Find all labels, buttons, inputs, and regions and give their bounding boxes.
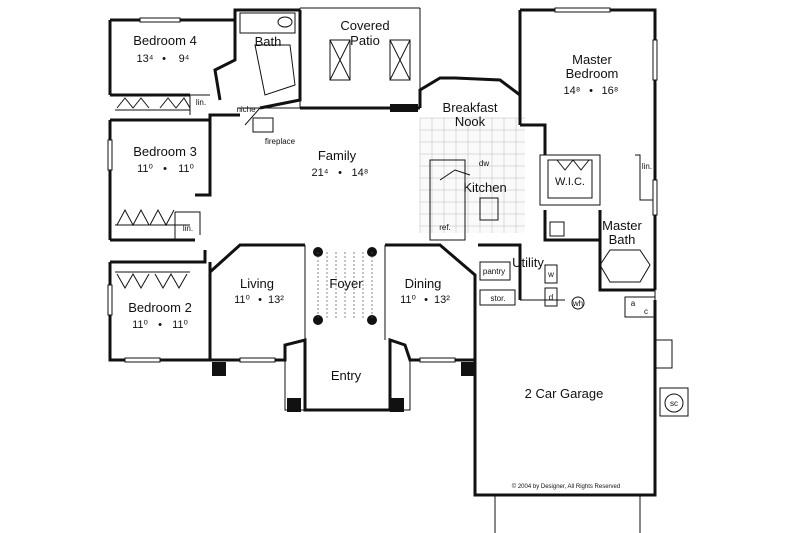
stor-label: stor. [490,294,505,303]
master-bedroom-line1: Master [572,52,612,67]
windows [107,7,658,363]
dim-sep: • [589,85,593,97]
dim-sep: • [338,167,342,179]
fixture-labels: lin. lin. lin. niche fireplace dw ref. p… [183,98,678,408]
washer-label: w [547,270,554,279]
covered-patio-line2: Patio [350,33,380,48]
pantry-label: pantry [483,267,505,276]
dim-sep: • [158,319,162,331]
foyer-columns [313,247,377,325]
breakfast-nook-line1: Breakfast [443,100,498,115]
ac-c-label: c [644,307,648,316]
closet-doors [116,97,590,290]
dim-sep: • [163,163,167,175]
patio-skylights [329,39,411,81]
bedroom2-dim-a: 11⁰ [132,319,148,331]
lin-label-3: lin. [642,162,652,171]
lin-label-1: lin. [196,98,206,107]
living-name: Living [240,276,274,291]
bedroom3-dim-b: 11⁰ [178,163,194,175]
covered-patio-line1: Covered [340,18,389,33]
bedroom2-dim-b: 11⁰ [172,319,188,331]
foyer-name: Foyer [329,276,363,291]
bath-name: Bath [255,34,282,49]
dim-sep: • [424,294,428,306]
family-dim-a: 21⁴ [312,167,329,179]
dining-name: Dining [405,276,442,291]
wh-label: wh [572,299,583,308]
interior-walls [110,10,689,417]
master-bath-line1: Master [602,218,642,233]
dining-dim-b: 13² [434,294,450,306]
master-bedroom-line2: Bedroom [566,66,619,81]
master-bedroom-dim-b: 16⁸ [602,85,619,97]
wic-name: W.I.C. [555,176,585,188]
kitchen-name: Kitchen [463,180,506,195]
master-bath-line2: Bath [609,232,636,247]
garage-name: 2 Car Garage [525,386,604,401]
bedroom3-name: Bedroom 3 [133,144,197,159]
master-bedroom-dim-a: 14⁸ [564,85,581,97]
bedroom4-dim-b: 9⁴ [179,53,190,65]
dim-sep: • [162,53,166,65]
bath-fixtures [239,12,565,237]
niche-label: niche [236,105,256,114]
living-dim-b: 13² [268,294,284,306]
entry-name: Entry [331,368,362,383]
lin-label-2: lin. [183,224,193,233]
dryer-label: d [549,293,553,302]
utility-name: Utility [512,255,544,270]
ref-label: ref. [439,223,451,232]
bedroom4-dim-a: 13⁴ [137,53,154,65]
tile-pattern-kitchen [419,117,525,233]
bedroom4-name: Bedroom 4 [133,33,197,48]
ac-a-label: a [631,299,636,308]
dw-label: dw [479,159,489,168]
breakfast-nook-line2: Nook [455,114,486,129]
bedroom3-dim-a: 11⁰ [137,163,153,175]
copyright-text: © 2004 by Designer, All Rights Reserved [512,483,620,490]
family-dim-b: 14⁸ [352,167,369,179]
pillars [212,104,475,412]
room-labels: Bedroom 4 13⁴ • 9⁴ Bath Covered Patio Ma… [128,18,642,401]
family-name: Family [318,148,357,163]
water-heater-icon [571,296,585,310]
sc-label: sc [670,399,678,408]
bedroom2-name: Bedroom 2 [128,300,192,315]
living-dim-a: 11⁰ [234,294,250,306]
dining-dim-a: 11⁰ [400,294,416,306]
dim-sep: • [258,294,262,306]
fireplace-label: fireplace [265,137,296,146]
